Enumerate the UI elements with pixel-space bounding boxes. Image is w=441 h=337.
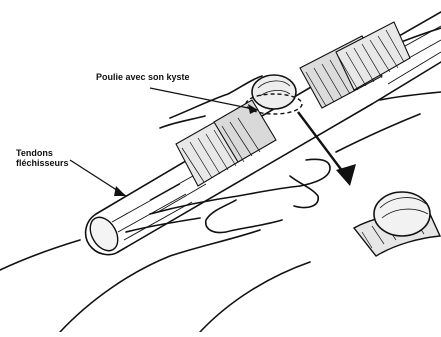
flexor-tendons-label-line2: fléchisseurs (16, 158, 69, 168)
excised-cyst (354, 192, 440, 256)
tendon-leader-arrowhead (114, 186, 126, 196)
pulley-cyst-label: Poulie avec son kyste (96, 72, 190, 82)
extraction-arrow-shaft (298, 112, 346, 176)
sheath-bands (176, 22, 410, 186)
flexor-tendons-label: Tendons fléchisseurs (16, 148, 69, 168)
flexor-tendons-label-line1: Tendons (16, 148, 69, 158)
